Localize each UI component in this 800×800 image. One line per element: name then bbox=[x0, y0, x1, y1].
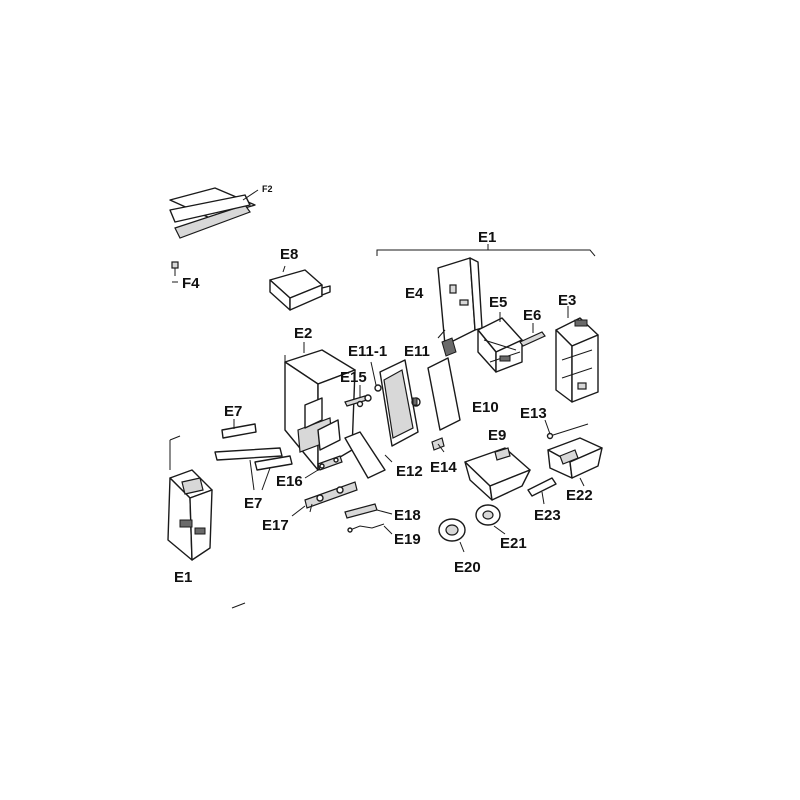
part-e17-bracket bbox=[291, 481, 358, 517]
label-e1-left: E1 bbox=[174, 569, 192, 586]
part-e1-assembly-left bbox=[167, 435, 213, 561]
part-e22-casing bbox=[547, 437, 603, 487]
part-e23-tube bbox=[527, 477, 557, 505]
label-f4: F4 bbox=[182, 275, 200, 292]
part-e9-tray bbox=[464, 447, 531, 501]
label-e18: E18 bbox=[394, 507, 421, 524]
part-e5-terminal-block bbox=[477, 312, 523, 373]
label-e8: E8 bbox=[280, 246, 298, 263]
fragment-line bbox=[231, 602, 246, 609]
label-e20: E20 bbox=[454, 559, 481, 576]
part-f2-panel bbox=[169, 187, 259, 239]
part-e19-wire bbox=[347, 523, 393, 535]
part-e18-bar bbox=[344, 503, 393, 519]
label-e15: E15 bbox=[340, 369, 367, 386]
label-f2: F2 bbox=[262, 184, 273, 194]
label-e21: E21 bbox=[500, 535, 527, 552]
part-e8-bracket bbox=[269, 265, 331, 311]
part-e20-grommet bbox=[438, 518, 466, 553]
label-e4: E4 bbox=[405, 285, 424, 302]
part-e7-strip-top bbox=[221, 419, 257, 439]
part-f4-screw bbox=[171, 261, 179, 283]
label-e2: E2 bbox=[294, 325, 312, 342]
label-e1-group: E1 bbox=[478, 229, 496, 246]
part-e2-main-box bbox=[284, 342, 356, 471]
label-e10: E10 bbox=[472, 399, 499, 416]
label-e11-1: E11-1 bbox=[348, 343, 387, 360]
label-e23: E23 bbox=[534, 507, 561, 524]
label-e13: E13 bbox=[520, 405, 547, 422]
label-e7-top: E7 bbox=[224, 403, 242, 420]
label-e14: E14 bbox=[430, 459, 457, 476]
part-e16-holder bbox=[304, 455, 343, 479]
part-e14-clip bbox=[431, 437, 445, 453]
label-e3: E3 bbox=[558, 292, 576, 309]
label-e7-bottom: E7 bbox=[244, 495, 262, 512]
label-e9: E9 bbox=[488, 427, 506, 444]
part-e13-rod bbox=[544, 419, 589, 440]
label-e12: E12 bbox=[396, 463, 423, 480]
part-e3-control-box bbox=[555, 306, 599, 403]
part-e4-plate bbox=[437, 257, 483, 357]
label-e22: E22 bbox=[566, 487, 593, 504]
e1-group-bracket bbox=[376, 244, 596, 257]
label-e6: E6 bbox=[523, 307, 541, 324]
part-e11-board bbox=[374, 359, 419, 447]
label-e19: E19 bbox=[394, 531, 421, 548]
part-e6-bar bbox=[519, 323, 546, 347]
part-e10-cover bbox=[411, 357, 461, 431]
part-e21-grommet bbox=[475, 504, 506, 535]
label-e16: E16 bbox=[276, 473, 303, 490]
leader-e11-1 bbox=[370, 361, 377, 386]
label-e11: E11 bbox=[404, 343, 430, 360]
part-e15-connector bbox=[344, 385, 372, 408]
part-e7-strip-bottom bbox=[214, 447, 293, 491]
label-e17: E17 bbox=[262, 517, 289, 534]
part-e12-plate bbox=[344, 431, 393, 479]
label-e5: E5 bbox=[489, 294, 507, 311]
